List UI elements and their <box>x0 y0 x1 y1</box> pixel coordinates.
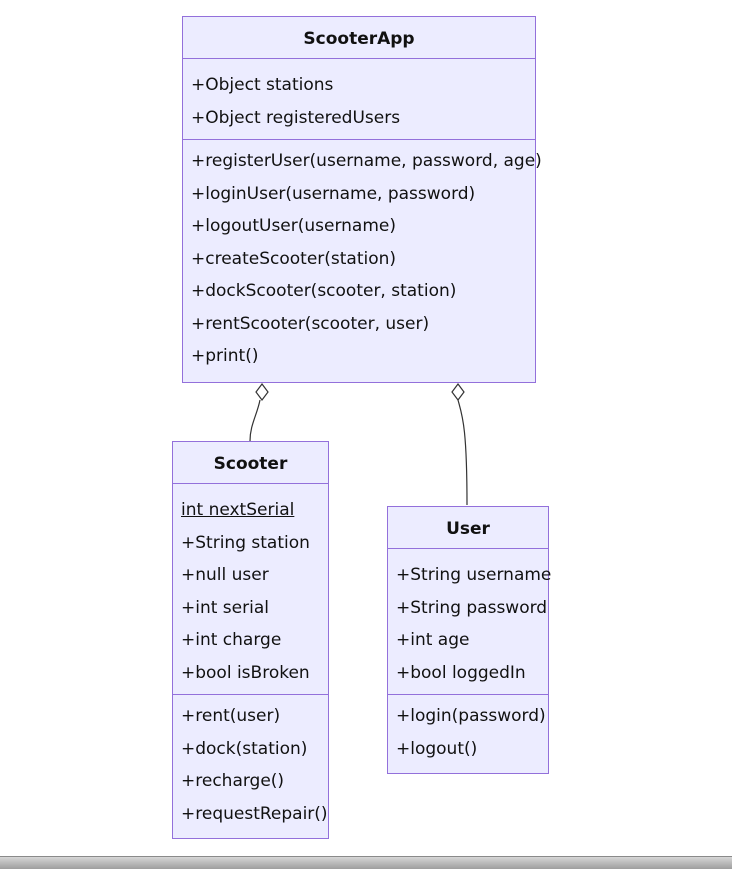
aggregation-line-user <box>457 399 468 506</box>
attribute: +String username <box>396 565 552 585</box>
attributes-section: +Object stations +Object registeredUsers <box>183 59 535 140</box>
methods-section: +registerUser(username, password, age) +… <box>183 140 542 373</box>
method: +logoutUser(username) <box>191 216 397 236</box>
class-user: User +String username +String password +… <box>387 506 552 774</box>
attribute: +String password <box>396 597 548 618</box>
method: +logout() <box>396 738 478 759</box>
method: +loginUser(username, password) <box>191 183 476 204</box>
attribute: +int charge <box>181 630 282 650</box>
static-attribute: int nextSerial <box>181 500 295 520</box>
aggregation-diamond-user <box>451 383 465 401</box>
method: +requestRepair() <box>181 803 328 824</box>
method: +print() <box>191 346 259 366</box>
aggregation-line-scooter <box>249 399 261 442</box>
class-name: ScooterApp <box>183 17 535 59</box>
method: +dock(station) <box>181 738 308 759</box>
attribute: +Object stations <box>191 75 334 95</box>
attribute: +null user <box>181 565 269 585</box>
method: +login(password) <box>396 706 546 726</box>
attributes-section: int nextSerial +String station +null use… <box>173 484 328 695</box>
window-bottom-bar <box>0 856 732 869</box>
method: +dockScooter(scooter, station) <box>191 281 457 301</box>
method: +registerUser(username, password, age) <box>191 151 542 171</box>
attribute: +bool isBroken <box>181 662 310 683</box>
aggregation-diamond-scooter <box>255 383 269 401</box>
class-name: User <box>388 507 548 549</box>
method: +createScooter(station) <box>191 248 397 269</box>
class-name: Scooter <box>173 442 328 484</box>
method: +rent(user) <box>181 706 281 726</box>
class-scooter: Scooter int nextSerial +String station +… <box>172 441 329 839</box>
attribute: +int serial <box>181 597 269 618</box>
method: +rentScooter(scooter, user) <box>191 313 430 334</box>
methods-section: +rent(user) +dock(station) +recharge() +… <box>173 695 328 830</box>
attribute: +int age <box>396 630 470 650</box>
method: +recharge() <box>181 771 285 791</box>
methods-section: +login(password) +logout() <box>388 695 548 765</box>
attributes-section: +String username +String password +int a… <box>388 549 552 695</box>
attribute: +bool loggedIn <box>396 662 526 683</box>
attribute: +Object registeredUsers <box>191 107 401 128</box>
attribute: +String station <box>181 532 310 553</box>
class-scooterapp: ScooterApp +Object stations +Object regi… <box>182 16 542 383</box>
